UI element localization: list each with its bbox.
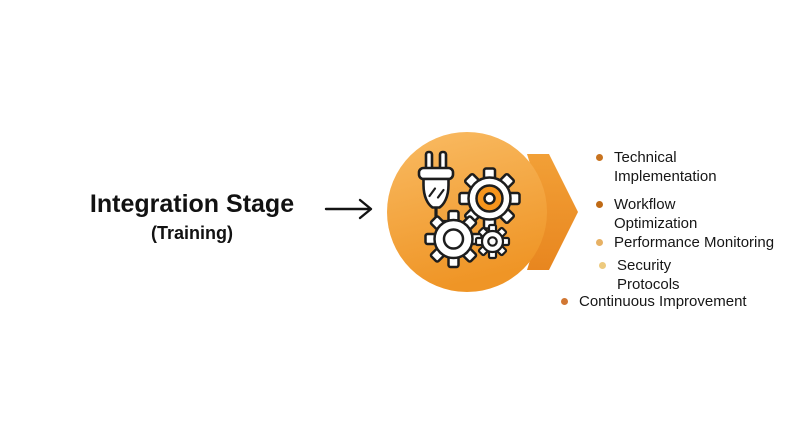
bullet-icon bbox=[596, 154, 603, 161]
bullet-icon bbox=[596, 239, 603, 246]
stage-subtitle: (Training) bbox=[151, 223, 233, 243]
list-item: Security Protocols bbox=[599, 256, 702, 294]
plug-slash-marks bbox=[428, 187, 445, 199]
gear-icon bbox=[458, 167, 521, 230]
plug-icon bbox=[417, 150, 455, 209]
gear-icon bbox=[424, 209, 483, 269]
gear-hub bbox=[483, 192, 496, 205]
list-item-label: Technical Implementation bbox=[614, 149, 717, 185]
list-item-label: Workflow Optimization bbox=[614, 196, 698, 232]
list-item-label: Performance Monitoring bbox=[614, 234, 775, 251]
plug-body bbox=[422, 177, 450, 209]
gear-icon bbox=[474, 223, 511, 260]
list-item: Technical Implementation bbox=[596, 148, 729, 186]
bullet-icon bbox=[561, 298, 568, 305]
right-arrow-icon bbox=[324, 198, 373, 220]
bullet-icon bbox=[599, 262, 606, 269]
plug-cap bbox=[417, 166, 455, 181]
bullet-icon bbox=[596, 201, 603, 208]
list-item: Performance Monitoring bbox=[596, 233, 800, 252]
list-item-label: Security Protocols bbox=[617, 257, 680, 293]
stage-title-block: Integration Stage (Training) bbox=[62, 190, 322, 244]
list-item: Continuous Improvement bbox=[561, 292, 794, 311]
stage-title: Integration Stage bbox=[89, 190, 295, 218]
arrow-head bbox=[358, 198, 373, 220]
gear-hub bbox=[442, 228, 465, 250]
list-item: Workflow Optimization bbox=[596, 195, 729, 233]
list-item-label: Continuous Improvement bbox=[579, 293, 747, 310]
integration-graphic bbox=[387, 132, 578, 292]
gear-hub bbox=[487, 236, 498, 247]
